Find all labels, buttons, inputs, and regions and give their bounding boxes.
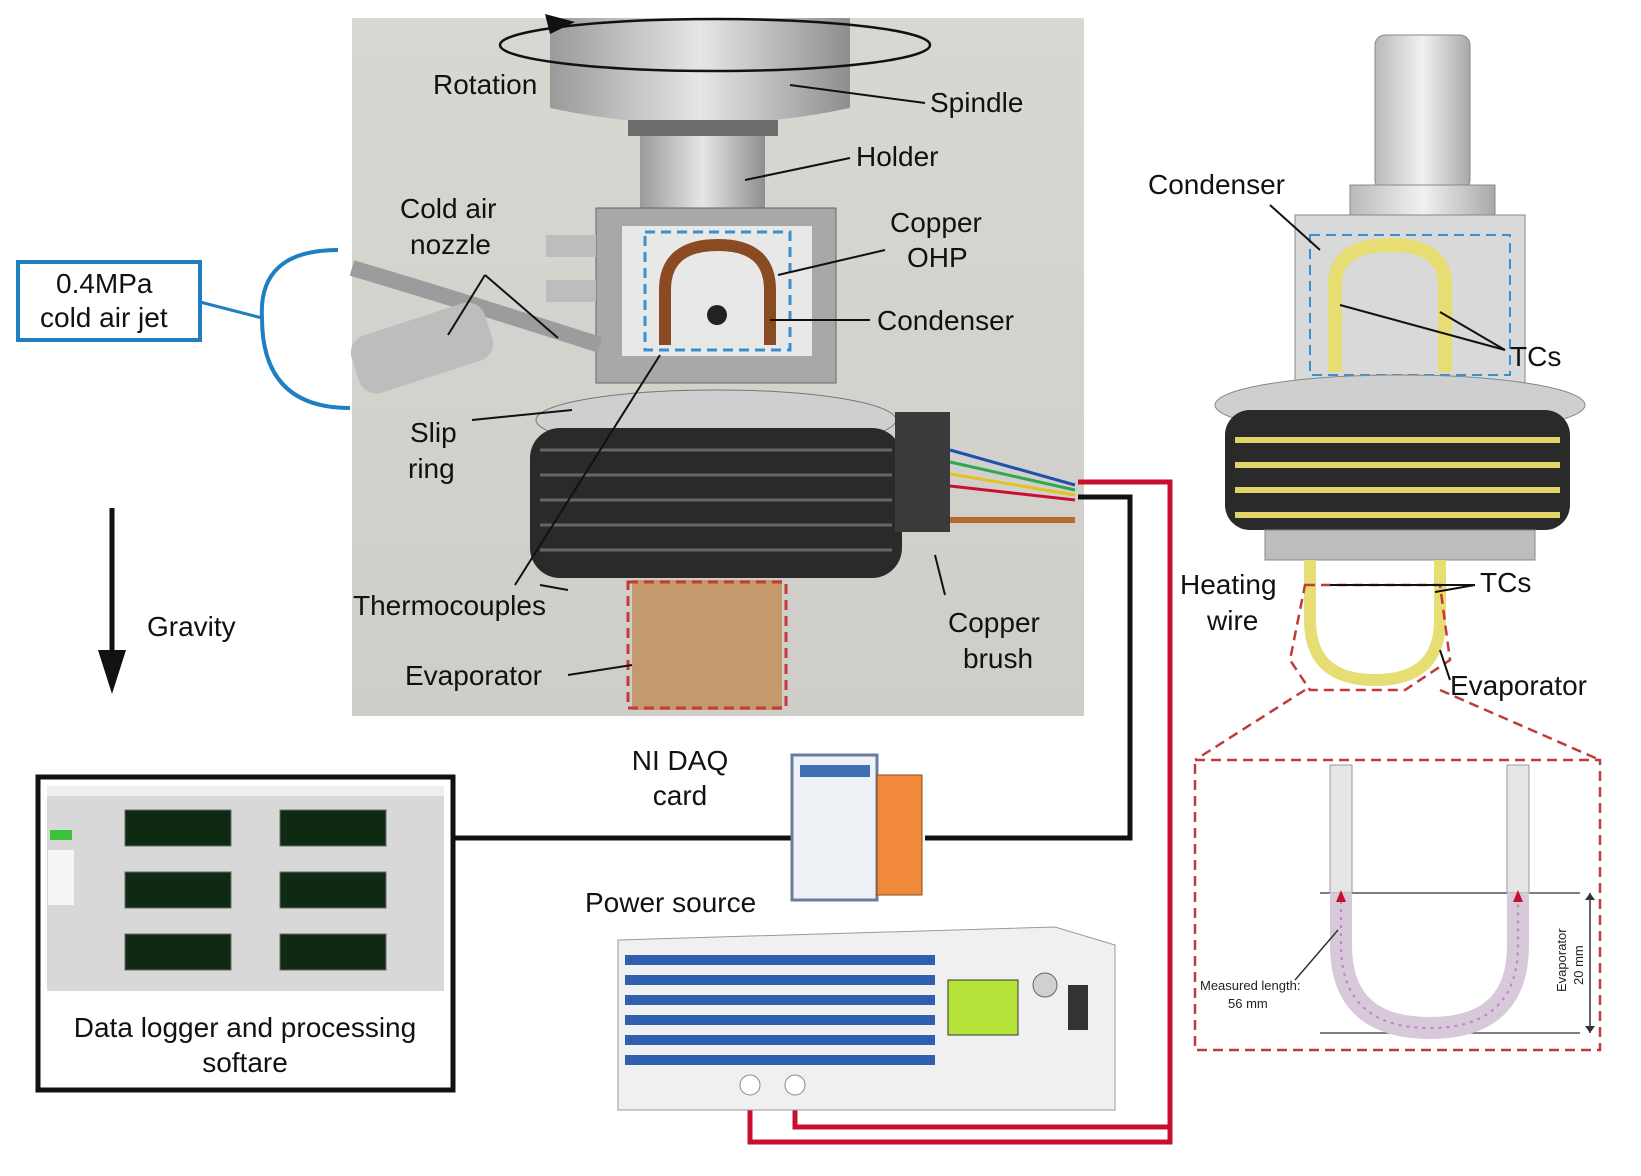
measured-leader [1294, 929, 1339, 981]
detail-measured-1: Measured length: [1200, 978, 1300, 993]
cad-model [1194, 34, 1601, 762]
label-slip-1: Slip [410, 417, 457, 448]
rig-photo [349, 14, 1084, 716]
evaporator-block [632, 580, 782, 710]
detail-evap-dim-2: 20 mm [1571, 945, 1586, 985]
daq-label-1: NI DAQ [632, 745, 728, 776]
power-wire-1 [747, 479, 1173, 1145]
label-thermocouples: Thermocouples [353, 590, 546, 621]
cad-label-condenser: Condenser [1148, 169, 1285, 200]
label-copper-brush-1: Copper [948, 607, 1040, 638]
label-slip-2: ring [408, 453, 455, 484]
psu-terminal-2 [784, 1074, 806, 1096]
psu-terminal-1 [739, 1074, 761, 1096]
daq-to-rig-wire [925, 494, 1133, 841]
label-evaporator: Evaporator [405, 660, 542, 691]
condenser-region [643, 230, 792, 352]
cad-fins [1225, 410, 1570, 530]
cad-shaft [1374, 34, 1471, 191]
daq-body [790, 753, 879, 902]
data-logger-panel: Data logger and processing softare [35, 774, 456, 1093]
label-condenser: Condenser [877, 305, 1014, 336]
cold-air-line1: 0.4MPa [56, 268, 153, 299]
logger-label-2: softare [202, 1047, 288, 1078]
cad-label-heating-2: wire [1206, 605, 1258, 636]
cad-condenser-tube [1328, 237, 1452, 372]
logger-plots [124, 809, 387, 971]
label-cold-air-1: Cold air [400, 193, 496, 224]
evaporator-detail: Measured length: 56 mm Evaporator 20 mm [1193, 758, 1602, 1052]
cad-label-heating-1: Heating [1180, 569, 1277, 600]
cold-air-line2: cold air jet [40, 302, 168, 333]
ni-daq-card: NI DAQ card [632, 745, 923, 902]
cold-air-nozzle [350, 302, 494, 394]
power-source: Power source [585, 887, 1116, 1111]
power-source-label: Power source [585, 887, 756, 918]
label-copper-brush-2: brush [963, 643, 1033, 674]
photo-leader-lines [447, 84, 946, 676]
label-copper-ohp-1: Copper [890, 207, 982, 238]
label-gravity: Gravity [147, 611, 236, 642]
rotation-arrow [498, 17, 932, 73]
label-spindle: Spindle [930, 87, 1023, 118]
copper-brush [895, 412, 950, 532]
cold-air-box [16, 260, 202, 342]
psu-vents [625, 955, 935, 1065]
cold-air-loop [259, 248, 351, 410]
cad-leader-lines [1269, 204, 1506, 681]
label-cold-air-2: nozzle [410, 229, 491, 260]
psu-knob [1032, 972, 1058, 998]
label-copper-ohp-2: OHP [907, 242, 968, 273]
cold-air-jet-callout: 0.4MPa cold air jet [16, 248, 351, 410]
logger-label-1: Data logger and processing [74, 1012, 416, 1043]
detail-measured-2: 56 mm [1228, 996, 1268, 1011]
cad-evaporator-tube [1304, 560, 1446, 687]
slip-ring-fins [530, 428, 902, 578]
cad-label-tcs-bottom: TCs [1480, 567, 1531, 598]
psu-display [947, 979, 1019, 1036]
copper-ohp [659, 238, 776, 345]
holder [640, 128, 765, 213]
cad-label-evaporator: Evaporator [1450, 670, 1587, 701]
daq-label-2: card [653, 780, 707, 811]
daq-terminal [876, 774, 923, 896]
detail-box [1193, 758, 1602, 1052]
gravity-indicator: Gravity [98, 508, 236, 694]
label-holder: Holder [856, 141, 938, 172]
detail-evap-dim-1: Evaporator [1554, 928, 1569, 992]
gravity-arrow-head [98, 650, 126, 694]
label-rotation: Rotation [433, 69, 537, 100]
cad-label-tcs-top: TCs [1510, 341, 1561, 372]
